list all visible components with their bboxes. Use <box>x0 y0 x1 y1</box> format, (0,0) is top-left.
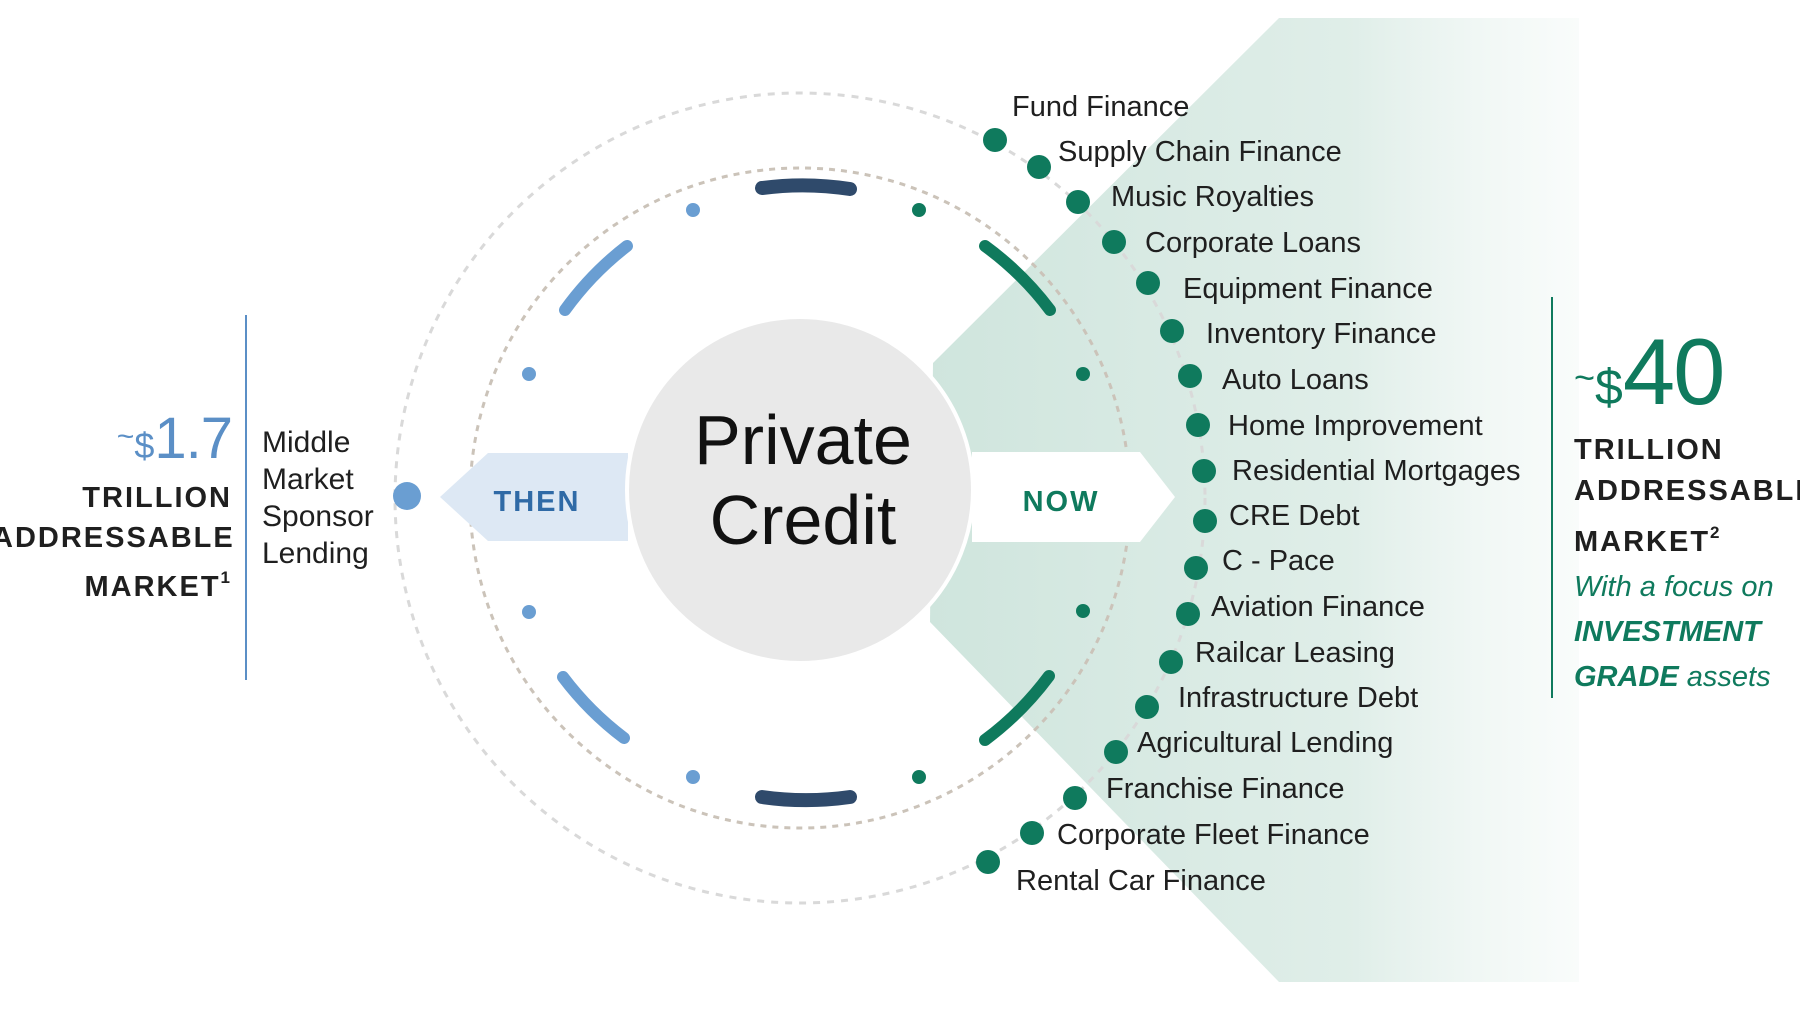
segment-dot <box>1193 509 1217 533</box>
then-segment-line: Lending <box>262 537 369 570</box>
arc-bottom <box>755 790 857 808</box>
now-label: NOW <box>1023 486 1100 518</box>
segment-label: Residential Mortgages <box>1232 455 1521 487</box>
focus-strong: GRADE <box>1574 661 1679 693</box>
segment-dot <box>1160 319 1184 343</box>
segment-dot <box>1135 695 1159 719</box>
then-amount-currency: $ <box>134 425 155 466</box>
segment-dot <box>1176 602 1200 626</box>
outer-dashed-ring <box>393 91 1207 905</box>
segment-label: Home Improvement <box>1228 410 1483 442</box>
arc-upper-right <box>979 240 1056 316</box>
segment-label: Franchise Finance <box>1106 773 1345 805</box>
then-market-size: ~$1.7 TRILLION ADDRESSABLE MARKET1 <box>0 405 235 607</box>
now-caption-line: MARKET2 <box>1574 523 1722 558</box>
arc-upper-left <box>559 240 633 316</box>
then-segment-line: Market <box>262 463 354 496</box>
now-market-amount: ~$40 <box>1574 318 1800 426</box>
segment-dot <box>1104 740 1128 764</box>
now-market-wedge <box>930 18 1579 982</box>
then-amount-tilde: ~ <box>116 420 135 453</box>
segment-label: C - Pace <box>1222 545 1335 577</box>
segment-label: Supply Chain Finance <box>1058 136 1342 168</box>
then-segment-line: Middle <box>262 426 351 459</box>
segment-label: Corporate Fleet Finance <box>1057 819 1370 851</box>
segment-dot <box>1184 556 1208 580</box>
center-title-line1: Private <box>694 401 912 479</box>
ring-dot <box>522 605 536 619</box>
segment-dot <box>1020 821 1044 845</box>
then-amount-value: 1.7 <box>154 406 233 471</box>
then-footnote: 1 <box>220 568 232 587</box>
segment-label: Agricultural Lending <box>1137 727 1393 759</box>
segment-dot <box>1066 190 1090 214</box>
investment-grade-focus: With a focus on INVESTMENT GRADE assets <box>1574 565 1800 700</box>
segment-dot <box>1027 155 1051 179</box>
segment-dot <box>1102 230 1126 254</box>
focus-strong: INVESTMENT <box>1574 616 1761 648</box>
segment-label: Auto Loans <box>1222 364 1369 396</box>
then-caption-line: TRILLION <box>82 482 232 514</box>
ring-dot <box>912 770 926 784</box>
segment-label: Rental Car Finance <box>1016 865 1266 897</box>
segment-label: CRE Debt <box>1229 500 1360 532</box>
then-caption-line: ADDRESSABLE <box>0 522 235 554</box>
then-dot <box>393 482 421 510</box>
ring-dot <box>686 203 700 217</box>
arc-lower-right <box>979 670 1055 746</box>
focus-tail: assets <box>1678 661 1771 693</box>
segment-dot <box>1159 650 1183 674</box>
now-arrow <box>972 452 1175 542</box>
then-market-amount: ~$1.7 <box>0 405 233 472</box>
ring-dot <box>1076 604 1090 618</box>
segment-label: Infrastructure Debt <box>1178 682 1418 714</box>
then-segment-line: Sponsor <box>262 500 374 533</box>
ring-dot <box>686 770 700 784</box>
focus-line: GRADE assets <box>1574 655 1800 700</box>
segment-dot <box>983 128 1007 152</box>
now-amount-currency: $ <box>1595 359 1623 415</box>
arc-top <box>755 178 857 196</box>
center-title-line2: Credit <box>710 481 897 559</box>
segment-label: Railcar Leasing <box>1195 637 1395 669</box>
now-amount-tilde: ~ <box>1574 357 1596 398</box>
segment-label: Equipment Finance <box>1183 273 1433 305</box>
now-market-caption: TRILLION ADDRESSABLE MARKET2 <box>1574 430 1800 563</box>
now-footnote: 2 <box>1710 523 1722 542</box>
ring-dot <box>1076 367 1090 381</box>
segment-dot <box>1186 413 1210 437</box>
then-segment-label: Middle Market Sponsor Lending <box>262 424 422 572</box>
segment-label: Aviation Finance <box>1211 591 1425 623</box>
segment-dot <box>1063 786 1087 810</box>
segment-label: Corporate Loans <box>1145 227 1361 259</box>
focus-line: With a focus on <box>1574 571 1774 603</box>
ring-dot <box>912 203 926 217</box>
now-caption-line: TRILLION <box>1574 434 1724 466</box>
now-amount-value: 40 <box>1622 319 1726 424</box>
then-market-caption: TRILLION ADDRESSABLE MARKET1 <box>0 478 235 607</box>
segment-dot <box>1192 459 1216 483</box>
segment-dot <box>976 850 1000 874</box>
then-label: THEN <box>494 486 581 518</box>
segment-label: Inventory Finance <box>1206 318 1437 350</box>
arc-lower-left <box>557 671 630 744</box>
segment-label: Music Royalties <box>1111 181 1314 213</box>
ring-dot <box>522 367 536 381</box>
segment-dot <box>1136 271 1160 295</box>
segment-label: Fund Finance <box>1012 91 1189 123</box>
then-caption-line: MARKET1 <box>84 568 232 603</box>
center-circle <box>625 315 975 665</box>
now-caption-line: ADDRESSABLE <box>1574 475 1800 507</box>
now-market-size: ~$40 TRILLION ADDRESSABLE MARKET2 With a… <box>1574 318 1800 700</box>
segment-dot <box>1178 364 1202 388</box>
then-arrow <box>440 453 628 541</box>
